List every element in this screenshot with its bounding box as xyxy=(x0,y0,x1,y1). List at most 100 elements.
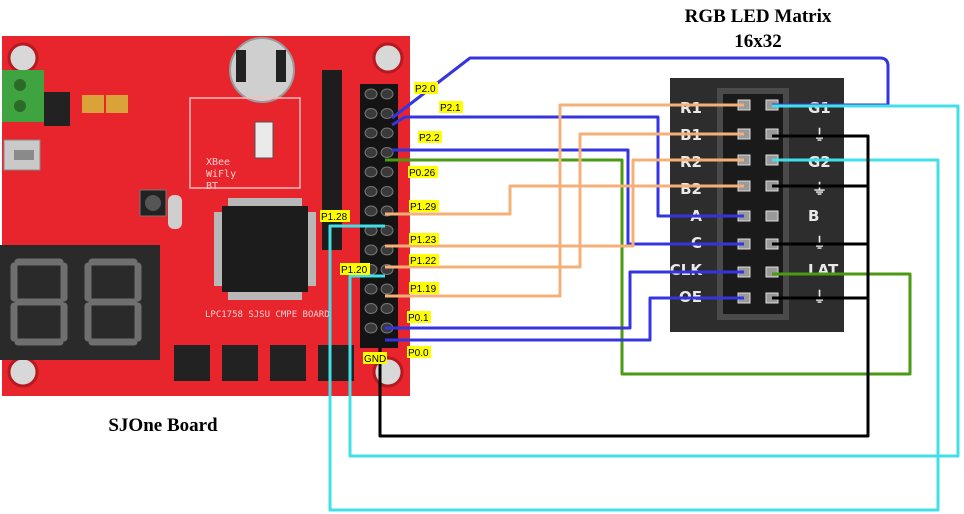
header-pin-icon xyxy=(364,88,378,100)
header-pin-icon xyxy=(380,147,394,158)
label-highlight xyxy=(409,254,439,266)
wire-p1-29-to-b2 xyxy=(385,184,744,216)
wire-p0-1-to-clk xyxy=(385,270,744,330)
pin-label-r2: R2 xyxy=(680,153,702,171)
pin-label-p2-2: P2.2 xyxy=(419,133,440,144)
capacitor xyxy=(106,95,128,113)
wire-p1-19-to-r1 xyxy=(385,103,744,298)
header-pin-icon xyxy=(364,127,378,139)
header-pin-icon xyxy=(380,225,394,236)
usb-slot xyxy=(14,150,34,160)
led-matrix-connector: R1 B1 R2 B2 A C CLK OE G1 ⏚ G2 ⏚ B ⏚ LAT… xyxy=(670,78,844,332)
pin-label-clk: CLK xyxy=(670,261,704,279)
pin-label-p2-0: P2.0 xyxy=(415,84,436,95)
label-highlight xyxy=(408,166,438,178)
wire-p1-23-to-r2 xyxy=(385,158,744,248)
pin-label-p2-1: P2.1 xyxy=(440,103,461,114)
header-pin-icon xyxy=(364,244,378,256)
header-pin-icon xyxy=(364,205,378,217)
button-cap-icon xyxy=(145,195,161,211)
chip-pins xyxy=(214,212,222,286)
mount-hole-icon xyxy=(7,356,39,388)
side-connector xyxy=(322,70,342,250)
wifly-label: WiFly xyxy=(206,169,236,180)
label-highlight xyxy=(418,131,442,143)
header-pin-icon xyxy=(364,186,378,197)
chip-pins xyxy=(228,292,302,300)
pin-label-p1-22: P1.22 xyxy=(410,256,437,267)
battery-clip xyxy=(276,50,286,82)
screw-icon xyxy=(14,79,26,91)
header-pin-icon xyxy=(364,322,378,334)
push-buttons xyxy=(174,345,354,381)
header-pin-icon xyxy=(380,127,394,139)
pin-label-p1-19: P1.19 xyxy=(410,284,437,295)
wire-p1-20-to-g1 xyxy=(348,104,960,458)
board-silkscreen-label: LPC1758 SJSU CMPE BOARD xyxy=(205,310,330,320)
label-highlight xyxy=(320,210,350,222)
sjone-pin-labels: P2.0 P2.1 P2.2 P0.26 P1.29 P1.28 P1.23 P… xyxy=(320,82,463,365)
pin-label-p1-29: P1.29 xyxy=(410,202,437,213)
wire-p1-22-to-b1 xyxy=(385,132,744,269)
pin-label-b: B xyxy=(808,207,819,225)
pin-label-gnd: GND xyxy=(364,354,386,365)
pin-label-p1-20: P1.20 xyxy=(341,265,368,276)
mount-hole-icon xyxy=(372,42,404,74)
label-highlight xyxy=(439,101,463,113)
chip-pins xyxy=(308,212,316,286)
pin-label-lat: LAT xyxy=(808,261,839,279)
header-pin-icon xyxy=(380,186,394,197)
wire-p2-2-to-c xyxy=(392,148,744,246)
matrix-subtitle: 16x32 xyxy=(734,31,782,52)
label-highlight xyxy=(340,263,370,275)
pin-label-p1-28: P1.28 xyxy=(321,212,348,223)
wire-p2-0-to-g1 xyxy=(391,56,890,120)
pin-label-p0-26: P0.26 xyxy=(409,168,436,179)
button-icon xyxy=(174,345,210,381)
screw-icon xyxy=(14,100,26,112)
header-pin-icon xyxy=(380,88,394,100)
pin-label-g2: G2 xyxy=(808,153,831,171)
wire-p1-28-to-g2 xyxy=(328,158,940,512)
wire-p0-0-to-oe xyxy=(385,296,744,342)
digit-segments-icon xyxy=(10,258,142,346)
power-terminal xyxy=(2,70,44,122)
xbee-label: XBee xyxy=(206,157,230,168)
capacitor xyxy=(82,95,104,113)
wires xyxy=(328,56,960,512)
header-pin-icon xyxy=(380,166,394,178)
button-icon xyxy=(270,345,306,381)
crystal xyxy=(168,195,182,229)
label-highlight xyxy=(409,200,439,212)
regulator xyxy=(44,92,70,126)
pin-label-p0-0: P0.0 xyxy=(408,348,429,359)
wire-p2-1-to-b xyxy=(391,115,744,218)
matrix-title: RGB LED Matrix xyxy=(685,6,832,27)
pin-label-g1: G1 xyxy=(808,99,831,117)
lpc1758-chip xyxy=(222,206,308,292)
chip-pins xyxy=(228,198,302,206)
header-pin-icon xyxy=(364,283,378,295)
matrix-pin-icon xyxy=(765,266,779,278)
header-pin-icon xyxy=(380,108,394,119)
button-icon xyxy=(222,345,258,381)
matrix-pin-icon xyxy=(765,210,779,222)
battery-clip xyxy=(236,50,246,82)
header-pin-icon xyxy=(364,166,378,178)
header-pin-icon xyxy=(380,283,394,295)
pin-label-r1: R1 xyxy=(680,99,702,117)
bt-label: BT xyxy=(206,181,218,192)
label-highlight xyxy=(409,233,439,245)
pin-label-b2: B2 xyxy=(680,180,702,198)
label-highlight xyxy=(407,346,431,358)
gpio-header xyxy=(360,84,398,348)
header-pin-icon xyxy=(364,108,378,119)
xbee-footprint xyxy=(189,97,301,189)
label-highlight xyxy=(414,82,438,94)
board-title: SJOne Board xyxy=(108,415,218,436)
connector-slot xyxy=(723,94,783,314)
label-highlight xyxy=(407,311,431,323)
pin-label-p1-23: P1.23 xyxy=(410,235,437,246)
wire-p0-26-to-lat xyxy=(385,158,912,376)
